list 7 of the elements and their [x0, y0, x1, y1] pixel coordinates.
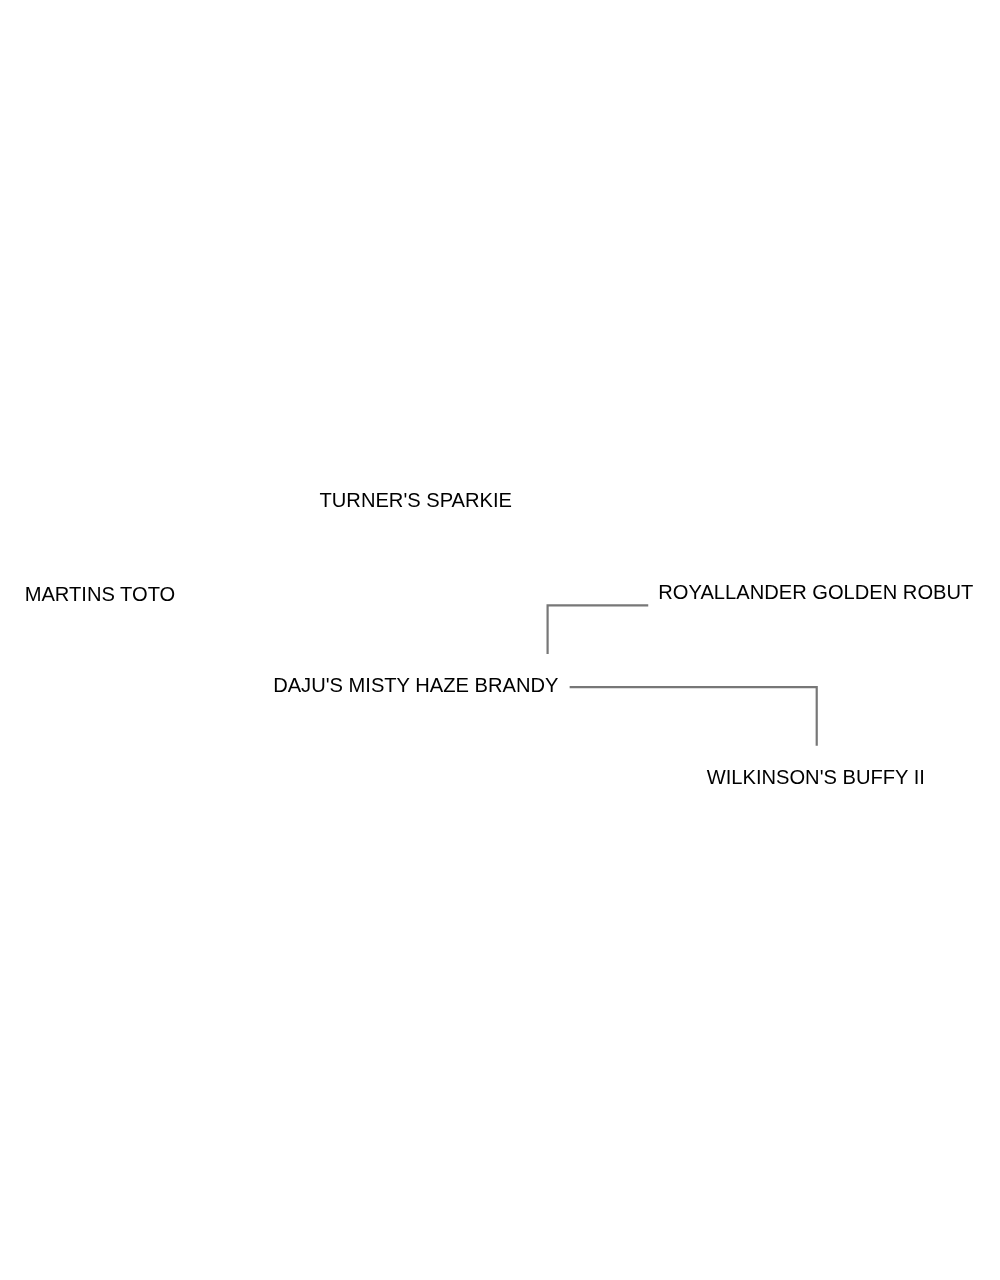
node-text: TURNER'S SPARKIE	[319, 488, 513, 511]
node-text: ROYALLANDER GOLDEN ROBUT	[658, 580, 974, 603]
node-text: WILKINSON'S BUFFY II	[706, 765, 925, 788]
connector	[546, 603, 649, 654]
node-text: DAJU'S MISTY HAZE BRANDY	[273, 673, 559, 696]
node-text: MARTINS TOTO	[24, 582, 176, 605]
connector	[569, 685, 818, 746]
